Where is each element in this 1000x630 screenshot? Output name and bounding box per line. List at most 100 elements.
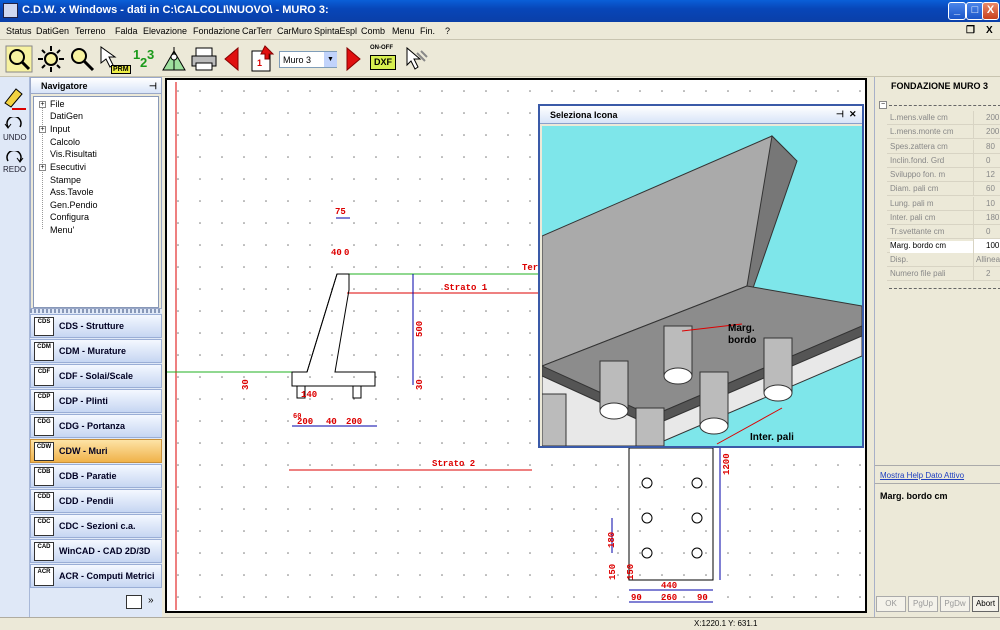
numbering-icon[interactable]: 123 <box>130 45 158 73</box>
prop-value[interactable]: 2 <box>973 267 1000 281</box>
print-icon[interactable] <box>190 45 218 73</box>
tree-item-gen-pendio[interactable]: Gen.Pendio <box>50 200 98 210</box>
menu-menu[interactable]: Menu <box>392 26 415 36</box>
prop-value[interactable]: 0 <box>973 225 1000 239</box>
prop-value[interactable]: 200 <box>973 111 1000 125</box>
zoom-all-icon[interactable] <box>37 45 65 73</box>
tree-item-vis-risultati[interactable]: Vis.Risultati <box>50 149 97 159</box>
menu-comb[interactable]: Comb <box>361 26 386 36</box>
close-icon[interactable]: ✕ <box>849 109 857 119</box>
close-button[interactable]: X <box>982 2 999 20</box>
tree-item-stampe[interactable]: Stampe <box>50 175 82 185</box>
foundation-illustration[interactable]: Marg. bordo Inter. pali <box>542 126 862 446</box>
mdi-close-button[interactable]: X <box>986 25 993 36</box>
redo-icon[interactable] <box>4 151 24 165</box>
tree-item-esecutivi[interactable]: Esecutivi <box>50 162 87 172</box>
mdi-restore-button[interactable]: ❐ <box>966 25 975 36</box>
tree-item-menu[interactable]: Menu' <box>50 225 75 235</box>
previous-arrow-icon[interactable] <box>222 45 242 73</box>
pgdw-button[interactable]: PgDw <box>940 596 970 612</box>
help-link[interactable]: Mostra Help Dato Attivo <box>880 471 965 480</box>
menu-fin[interactable]: Fin. <box>420 26 436 36</box>
minimize-button[interactable]: _ <box>948 2 966 20</box>
undo-label[interactable]: UNDO <box>3 133 27 142</box>
pencil-icon[interactable] <box>2 85 28 111</box>
expand-file-icon[interactable]: + <box>39 101 46 108</box>
prop-value[interactable]: 0 <box>973 154 1000 168</box>
prop-value[interactable]: 10 <box>973 197 1000 211</box>
abort-button[interactable]: Abort <box>972 596 999 612</box>
zoom-window-icon[interactable] <box>68 45 96 73</box>
prop-value[interactable]: 180 <box>973 211 1000 225</box>
prop-value[interactable]: 60 <box>973 182 1000 196</box>
collapse-icon[interactable]: − <box>879 101 887 109</box>
next-arrow-icon[interactable] <box>343 45 363 73</box>
prop-row[interactable]: Disp.Allineati <box>887 253 1000 267</box>
tree-item-datigen[interactable]: DatiGen <box>50 111 84 121</box>
ok-button[interactable]: OK <box>876 596 906 612</box>
more-modules-button[interactable]: » <box>148 595 154 606</box>
help-pointer-icon[interactable] <box>402 45 430 73</box>
menu-status[interactable]: Status <box>6 26 32 36</box>
section-divider <box>889 288 1000 289</box>
wall-selector[interactable]: Muro 3 ▼ <box>279 51 337 68</box>
prop-value[interactable]: 100 <box>973 239 1000 253</box>
splitter-grip[interactable] <box>30 309 162 313</box>
tree-item-calcolo[interactable]: Calcolo <box>50 137 81 147</box>
pin-icon[interactable]: ⊣ <box>836 109 844 119</box>
menu-terreno[interactable]: Terreno <box>75 26 106 36</box>
undo-icon[interactable] <box>4 117 24 131</box>
menu-falda[interactable]: Falda <box>115 26 138 36</box>
pin-icon[interactable]: ⊣ <box>149 81 157 91</box>
structure-icon[interactable] <box>160 45 188 73</box>
menu-elevazione[interactable]: Elevazione <box>143 26 188 36</box>
chevron-down-icon[interactable]: ▼ <box>324 52 337 67</box>
menu-spintaespl[interactable]: SpintaEspl <box>314 26 358 36</box>
module-label: CDC - Sezioni c.a. <box>59 521 136 531</box>
tree-item-input[interactable]: Input <box>50 124 71 134</box>
menu-carterr[interactable]: CarTerr <box>242 26 273 36</box>
pgup-button[interactable]: PgUp <box>908 596 938 612</box>
tree-item-file[interactable]: File <box>50 99 65 109</box>
pan-icon[interactable]: PRM <box>97 45 131 74</box>
menu-carmuro[interactable]: CarMuro <box>277 26 313 36</box>
select-rect-icon[interactable] <box>5 45 33 73</box>
menu-help[interactable]: ? <box>445 26 451 36</box>
tree-item-ass-tavole[interactable]: Ass.Tavole <box>50 187 94 197</box>
expand-esecutivi-icon[interactable]: + <box>39 164 46 171</box>
dxf-export-button[interactable]: ON-OFF DXF <box>368 45 398 73</box>
prop-value[interactable]: 12 <box>973 168 1000 182</box>
redo-label[interactable]: REDO <box>3 165 27 174</box>
module-config-icon[interactable] <box>126 595 142 609</box>
menu-datigen[interactable]: DatiGen <box>36 26 70 36</box>
menu-fondazione[interactable]: Fondazione <box>193 26 241 36</box>
prop-value[interactable]: 80 <box>973 140 1000 154</box>
expand-input-icon[interactable]: + <box>39 126 46 133</box>
tree-item-configura[interactable]: Configura <box>50 212 90 222</box>
page-icon[interactable]: 1 <box>248 45 276 73</box>
prop-value[interactable]: 200 <box>973 125 1000 139</box>
prop-value[interactable]: Allineati <box>973 253 1000 267</box>
